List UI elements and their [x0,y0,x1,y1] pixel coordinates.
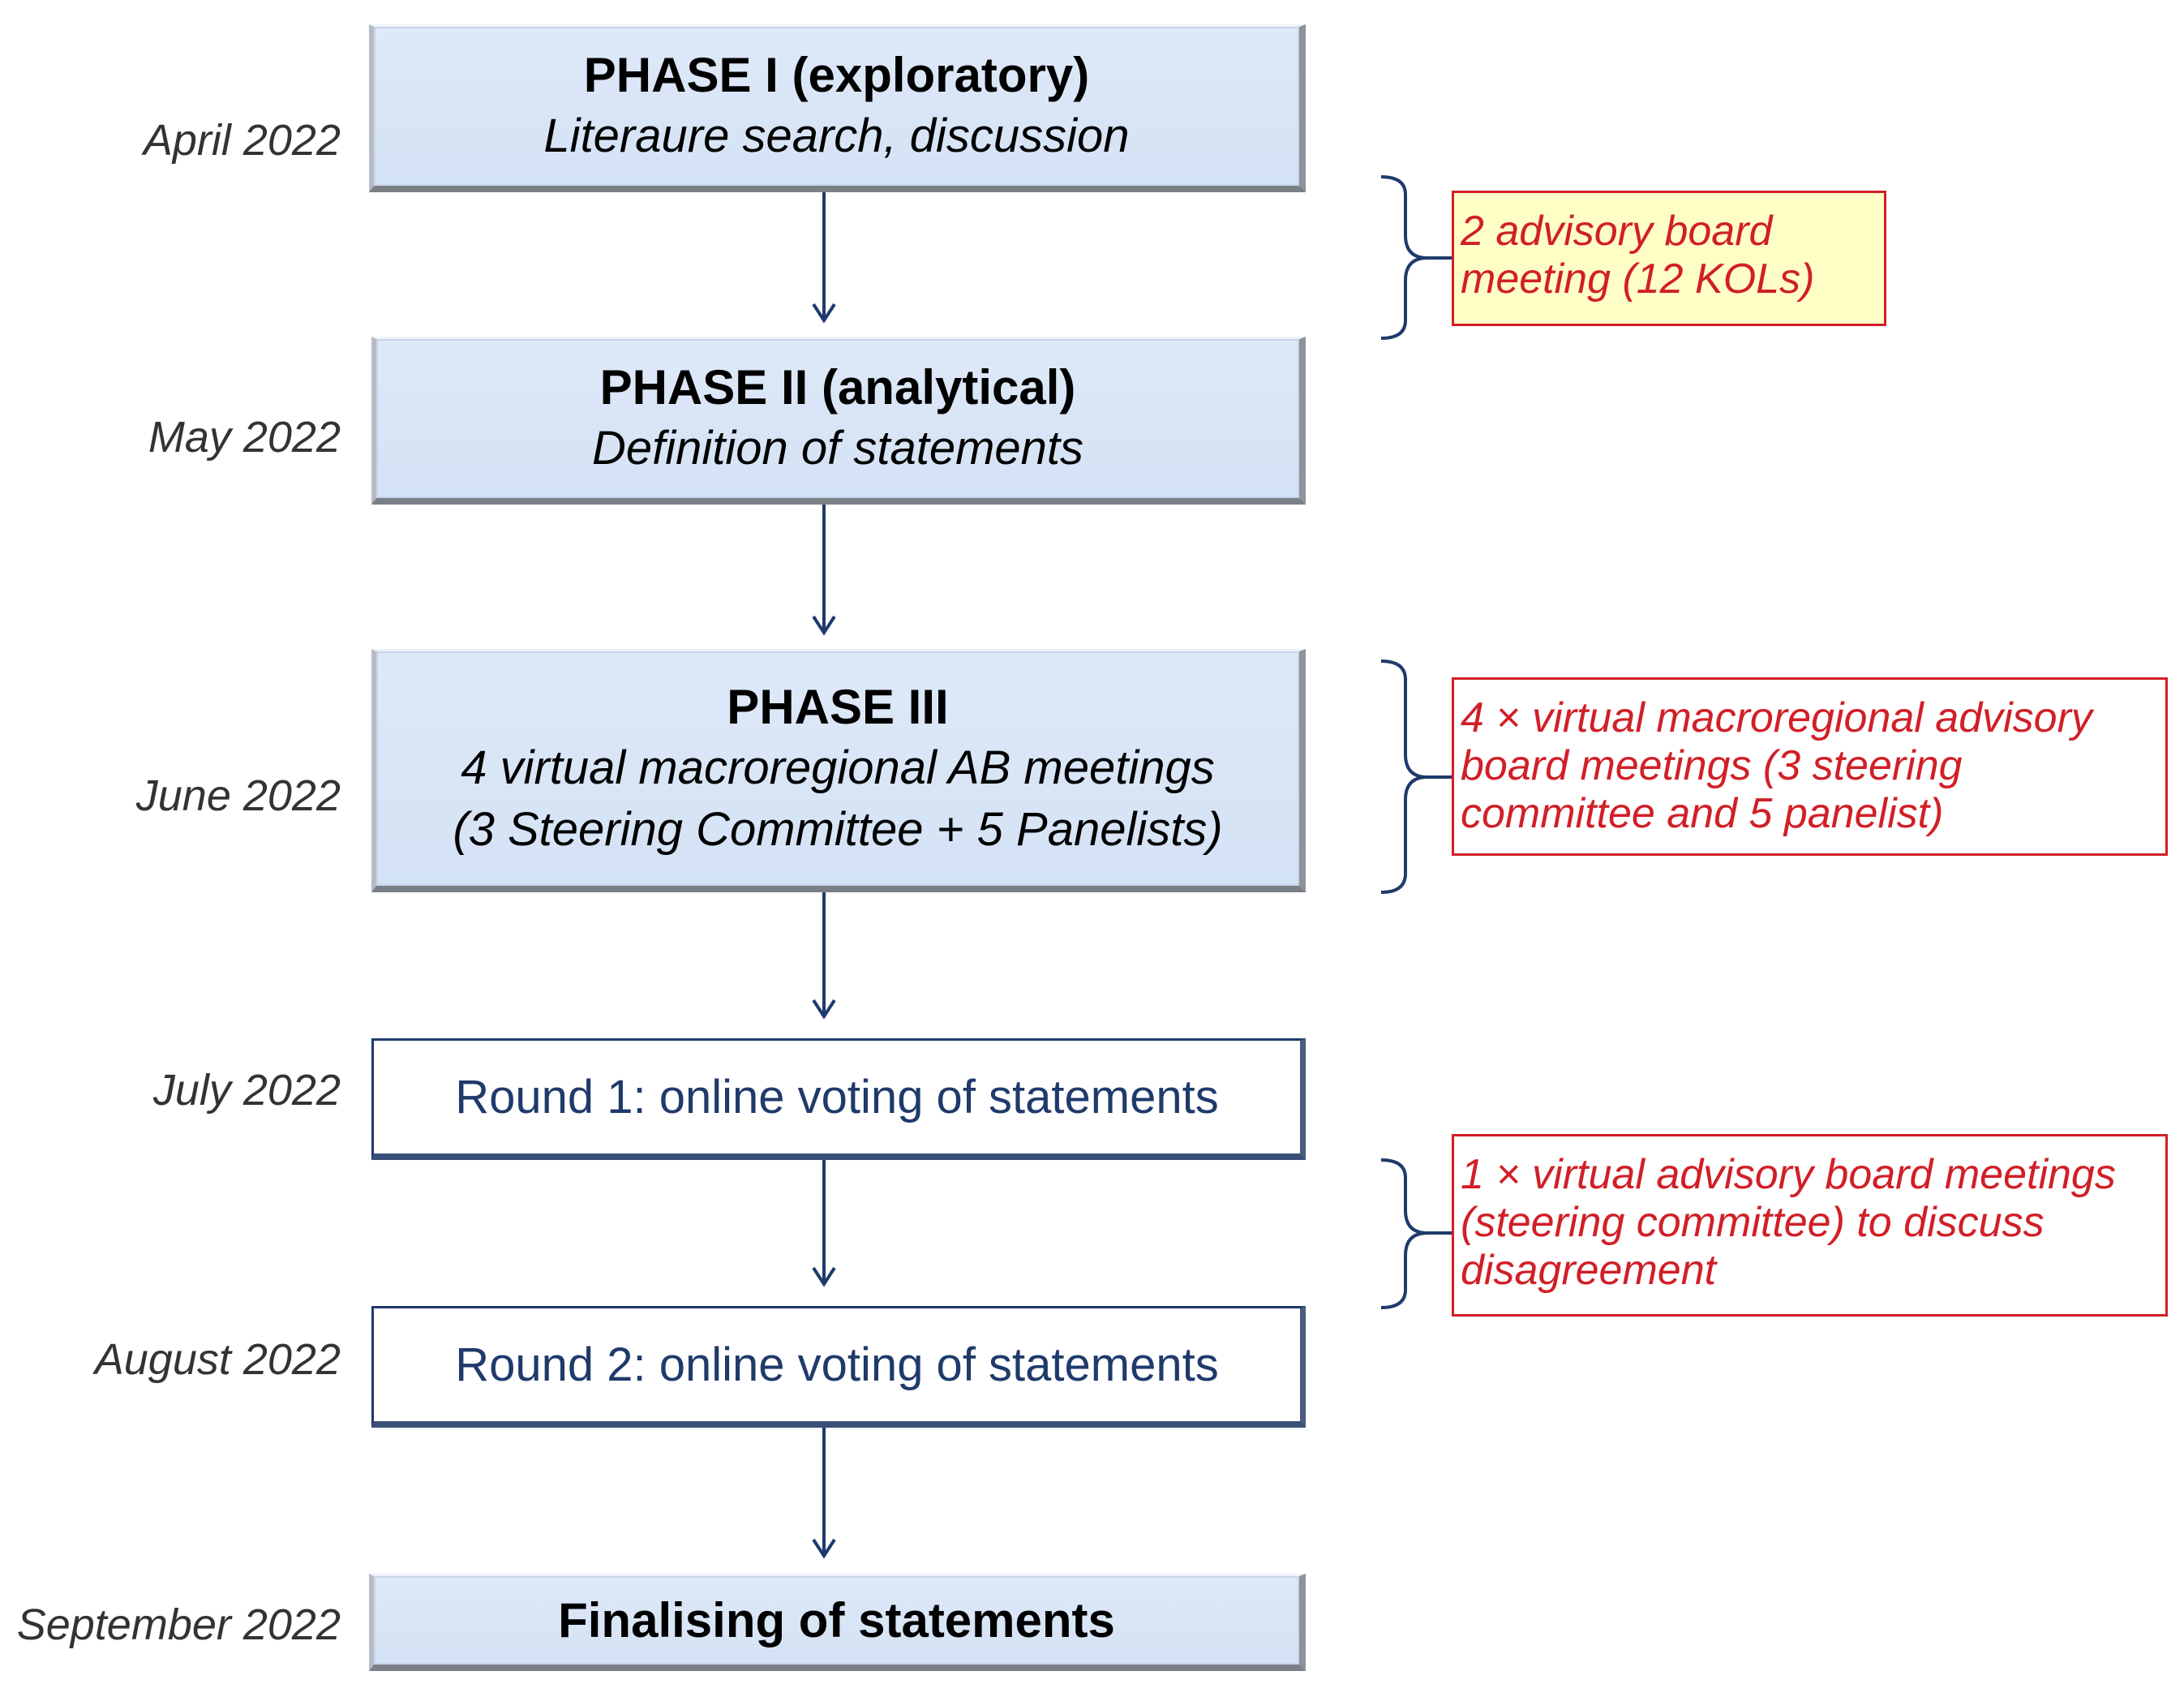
date-august: August 2022 [94,1335,341,1384]
date-july: July 2022 [152,1066,341,1115]
note-3-line-3: disagreement [1461,1247,1717,1294]
final-title: Finalising of statements [558,1592,1115,1647]
note-3-line-2: (steering committee) to discuss [1461,1199,2045,1246]
phase-3-title: PHASE III [727,679,949,734]
note-macroregional-meetings: 4 × virtual macroregional advisory board… [1452,677,2168,856]
note-2-line-1: 4 × virtual macroregional advisory [1461,694,2092,741]
phase-2-subtitle: Definition of statements [591,422,1084,475]
bracket-note-2 [1380,659,1428,894]
bracket-note-3 [1380,1158,1428,1309]
phase-2-box: PHASE II (analytical) Definition of stat… [371,337,1306,505]
note-steering-committee: 1 × virtual advisory board meetings (ste… [1452,1134,2168,1317]
round-2-label: Round 2: online voting of statements [455,1338,1219,1391]
phase-1-box: PHASE I (exploratory) Literaure search, … [369,24,1306,192]
final-box: Finalising of statements [369,1574,1306,1671]
bracket-note-1 [1380,175,1428,340]
date-june: June 2022 [135,771,341,820]
round-2-box: Round 2: online voting of statements [371,1306,1306,1428]
date-may: May 2022 [148,413,341,462]
round-1-label: Round 1: online voting of statements [455,1071,1219,1123]
phase-3-subtitle-line-2: (3 Steering Committee + 5 Panelists) [453,802,1223,856]
note-advisory-board: 2 advisory board meeting (12 KOLs) [1452,191,1886,326]
phase-1-subtitle: Literaure search, discussion [543,110,1130,162]
round-1-box: Round 1: online voting of statements [371,1038,1306,1160]
note-2-line-3: committee and 5 panelist) [1461,790,1944,837]
note-1-line-1: 2 advisory board [1461,208,1773,255]
note-3-line-1: 1 × virtual advisory board meetings [1461,1151,2116,1198]
phase-3-subtitle-line-1: 4 virtual macroregional AB meetings [461,741,1215,794]
note-1-line-2: meeting (12 KOLs) [1461,256,1815,303]
phase-3-box: PHASE III 4 virtual macroregional AB mee… [371,649,1306,892]
phase-1-title: PHASE I (exploratory) [583,48,1090,102]
phase-2-title: PHASE II (analytical) [599,360,1076,415]
date-april: April 2022 [143,116,341,165]
note-2-line-2: board meetings (3 steering [1461,742,1963,789]
date-september: September 2022 [16,1600,341,1649]
